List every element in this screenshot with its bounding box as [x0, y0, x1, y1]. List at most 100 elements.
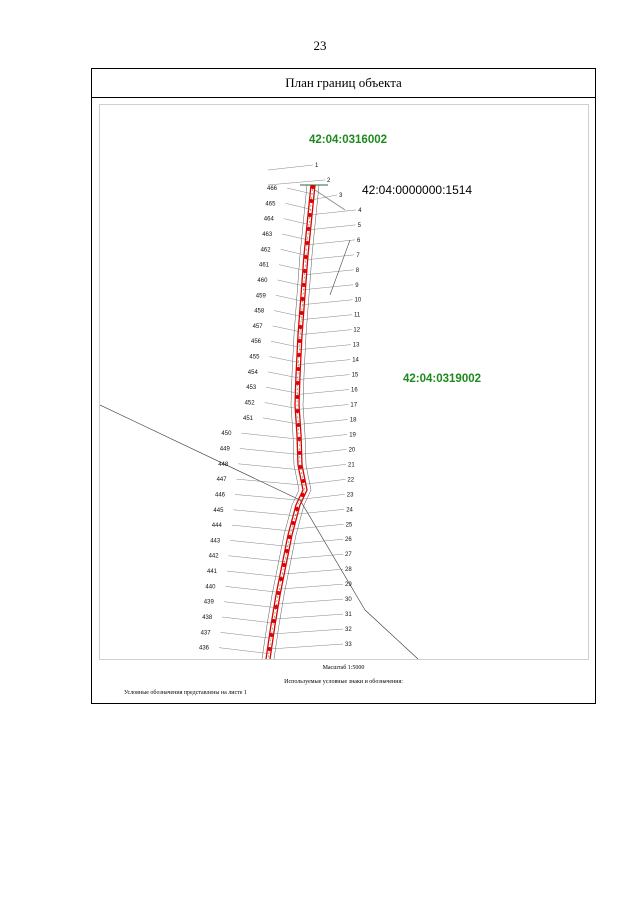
- boundary-point-marker: [297, 339, 302, 343]
- boundary-point-marker: [295, 381, 300, 385]
- leader-line: [299, 434, 348, 440]
- leader-line: [267, 179, 326, 186]
- point-label-left: 458: [254, 309, 265, 315]
- axis-line: [267, 184, 314, 659]
- boundary-line: [269, 184, 316, 659]
- leader-line: [233, 509, 297, 516]
- leader-line: [295, 509, 345, 515]
- point-label-right: 23: [347, 492, 354, 498]
- point-label-left: 449: [220, 446, 231, 452]
- leader-line: [222, 616, 275, 624]
- point-label-left: 457: [253, 324, 264, 330]
- boundary-point-marker: [296, 367, 301, 371]
- point-label-right: 12: [353, 328, 360, 334]
- leader-line: [301, 314, 353, 320]
- leader-line: [298, 419, 348, 425]
- point-label-right: 25: [346, 522, 353, 528]
- boundary-point-marker: [284, 549, 289, 553]
- point-label-right: 20: [349, 447, 356, 453]
- point-label-right: 5: [358, 223, 362, 229]
- point-label-right: 11: [354, 313, 361, 319]
- point-label-right: 19: [349, 432, 356, 438]
- leader-line: [299, 344, 351, 350]
- leader-line: [282, 568, 344, 575]
- boundary-point-marker: [269, 633, 274, 637]
- point-label-left: 444: [212, 523, 223, 529]
- point-label-left: 441: [207, 569, 218, 575]
- leader-line: [270, 341, 300, 348]
- leader-line: [299, 449, 347, 455]
- boundary-point-marker: [303, 255, 308, 259]
- leader-line: [288, 539, 344, 545]
- point-label-right: 13: [353, 343, 360, 349]
- corridor-edge-right: [273, 184, 320, 659]
- leader-line: [234, 494, 303, 501]
- leader-line: [269, 356, 299, 363]
- point-label-left: 440: [205, 584, 216, 590]
- leader-line: [279, 583, 344, 590]
- leader-line: [286, 187, 313, 195]
- road-line: [329, 239, 351, 296]
- point-label-right: 17: [350, 403, 357, 409]
- page-title: План границ объекта: [92, 69, 595, 98]
- point-label-right: 8: [356, 268, 360, 274]
- point-label-left: 460: [257, 278, 268, 284]
- point-label-right: 29: [345, 582, 352, 588]
- parcel-label-east: 42:04:0319002: [403, 373, 481, 385]
- boundary-map: 1234567891011121314151617181920212223242…: [100, 134, 481, 659]
- point-label-left: 463: [262, 232, 273, 238]
- boundary-point-marker: [308, 213, 312, 217]
- boundary-point-marker: [310, 185, 315, 189]
- boundary-point-marker: [295, 409, 300, 413]
- leader-line: [225, 586, 280, 593]
- boundary-point-marker: [294, 507, 299, 511]
- parcel-label-north: 42:04:0316002: [309, 134, 387, 146]
- leader-line: [262, 417, 299, 425]
- boundary-line: [265, 184, 312, 659]
- boundary-point-marker: [301, 283, 306, 287]
- leader-line: [297, 374, 350, 380]
- boundary-point-marker: [295, 395, 300, 399]
- boundary-point-marker: [279, 577, 284, 581]
- leader-line: [280, 249, 307, 256]
- road-line: [314, 189, 346, 211]
- leader-line: [267, 164, 314, 171]
- point-label-left: 448: [218, 462, 229, 468]
- point-label-right: 4: [358, 208, 362, 214]
- point-label-right: 21: [348, 462, 355, 468]
- leader-line: [236, 478, 304, 486]
- point-label-right: 30: [345, 597, 352, 603]
- page-number: 23: [313, 38, 327, 53]
- point-label-left: 446: [215, 492, 226, 498]
- point-label-right: 31: [345, 612, 352, 618]
- leader-line: [282, 233, 308, 241]
- legend-heading: Используемые условные знаки и обозначени…: [284, 679, 403, 685]
- leader-line: [285, 203, 312, 210]
- point-label-left: 442: [209, 554, 220, 560]
- parcel-label-main: 42:04:0000000:1514: [362, 183, 472, 197]
- leader-line: [218, 647, 270, 654]
- point-label-right: 9: [355, 283, 359, 289]
- point-label-right: 18: [350, 417, 357, 423]
- leader-line: [303, 479, 346, 485]
- boundary-point-marker: [309, 199, 314, 203]
- point-label-left: 453: [246, 385, 257, 391]
- leader-line: [309, 209, 357, 216]
- scale-text: Масштаб 1:5000: [322, 665, 365, 671]
- point-label-left: 465: [265, 201, 276, 207]
- leader-line: [297, 389, 350, 395]
- point-label-right: 22: [347, 477, 354, 483]
- point-label-left: 452: [245, 401, 256, 407]
- leader-line: [311, 194, 338, 201]
- leader-line: [278, 264, 306, 271]
- leader-line: [230, 540, 289, 547]
- point-label-right: 6: [357, 238, 361, 244]
- leader-line: [272, 325, 301, 333]
- boundary-point-marker: [297, 353, 301, 357]
- boundary-point-marker: [298, 325, 303, 329]
- point-label-right: 26: [345, 537, 352, 543]
- point-label-right: 15: [352, 373, 359, 379]
- boundary-point-marker: [305, 241, 310, 245]
